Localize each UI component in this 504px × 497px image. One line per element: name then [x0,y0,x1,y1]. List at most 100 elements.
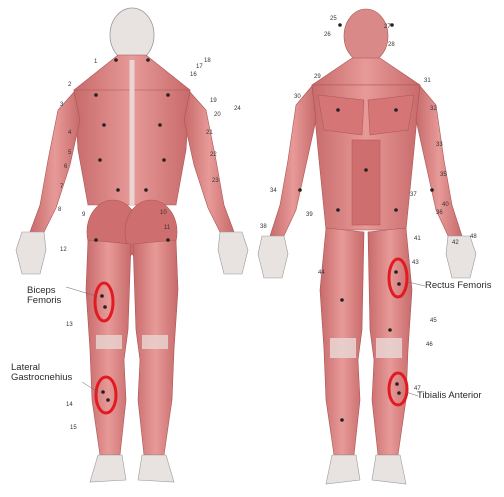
dot [430,188,434,192]
number-label: 27 [384,22,391,32]
number-label: 32 [430,104,437,114]
back-left-knee [96,335,122,349]
front-left-hand [258,236,288,278]
number-label: 26 [324,30,331,40]
number-label: 41 [414,234,421,244]
number-label: 38 [260,222,267,232]
label-tibialis-anterior: Tibialis Anterior [417,391,482,401]
back-left-foot [90,455,126,482]
number-label: 35 [440,170,447,180]
number-label: 13 [66,320,73,330]
back-right-foot [138,455,174,482]
back-left-hand [16,232,46,274]
number-label: 10 [160,208,167,218]
number-label: 30 [294,92,301,102]
number-label: 14 [66,400,73,410]
front-right-pectoral [368,95,414,135]
number-label: 40 [442,200,449,210]
number-label: 17 [196,62,203,72]
dot [394,108,398,112]
dot [388,328,392,332]
number-label: 2 [68,80,71,90]
number-label: 9 [82,210,85,220]
number-label: 43 [412,258,419,268]
dot [94,93,98,97]
dot [116,188,120,192]
dot [162,158,166,162]
number-label: 11 [164,223,170,233]
front-left-foot [326,455,360,484]
dot [397,282,401,286]
front-right-hand [446,236,476,278]
number-label: 8 [58,205,61,215]
dot [158,123,162,127]
label-lateral-gastrocnemius: Lateral Gastrocnehius [11,363,95,383]
dot [394,270,398,274]
dot [336,108,340,112]
label-text: Rectus Femoris [425,280,492,291]
back-right-knee [142,335,168,349]
front-left-knee [330,338,356,358]
number-label: 31 [424,76,431,86]
dot [102,123,106,127]
number-label: 20 [214,110,221,120]
back-right-hand [218,232,248,274]
number-label: 34 [270,186,277,196]
dot [101,390,105,394]
dot [98,158,102,162]
dot [338,23,342,27]
dot [166,93,170,97]
number-label: 46 [426,340,433,350]
label-rectus-femoris: Rectus Femoris [425,281,492,291]
dot [394,208,398,212]
front-neck-shoulders [312,58,420,85]
number-label: 21 [206,128,213,138]
number-label: 5 [68,148,71,158]
dot [103,305,107,309]
dot [397,391,401,395]
number-label: 18 [204,56,211,66]
dot [114,58,118,62]
number-label: 22 [210,150,217,160]
number-label: 37 [410,190,417,200]
label-biceps-femoris: Biceps Femoris [27,286,77,306]
label-text: Lateral Gastrocnehius [11,362,72,383]
number-label: 23 [212,176,219,186]
number-label: 19 [210,96,217,106]
back-right-arm [184,92,234,236]
label-text: Tibialis Anterior [417,390,482,401]
number-label: 3 [60,100,63,110]
front-view-figure [258,9,476,484]
back-view-figure [16,8,248,482]
number-label: 25 [330,14,337,24]
number-label: 4 [68,128,71,138]
number-label: 7 [60,182,63,192]
dot [166,238,170,242]
number-label: 44 [318,268,325,278]
number-label: 12 [60,245,67,255]
number-label: 15 [70,423,77,433]
dot [146,58,150,62]
dot [106,398,110,402]
dot [94,238,98,242]
dot [336,208,340,212]
dot [340,298,344,302]
number-label: 33 [436,140,443,150]
number-label: 42 [452,238,459,248]
dot [298,188,302,192]
front-abdominals [352,140,380,225]
dot [395,382,399,386]
dot [100,294,104,298]
number-label: 45 [430,316,437,326]
front-right-foot [372,455,406,484]
front-right-knee [376,338,402,358]
dot [144,188,148,192]
front-head [344,9,388,63]
number-label: 6 [64,162,67,172]
label-text: Biceps Femoris [27,285,61,306]
number-label: 48 [470,232,477,242]
number-label: 28 [388,40,395,50]
dot [364,168,368,172]
front-left-pectoral [318,95,364,135]
back-head [110,8,154,62]
